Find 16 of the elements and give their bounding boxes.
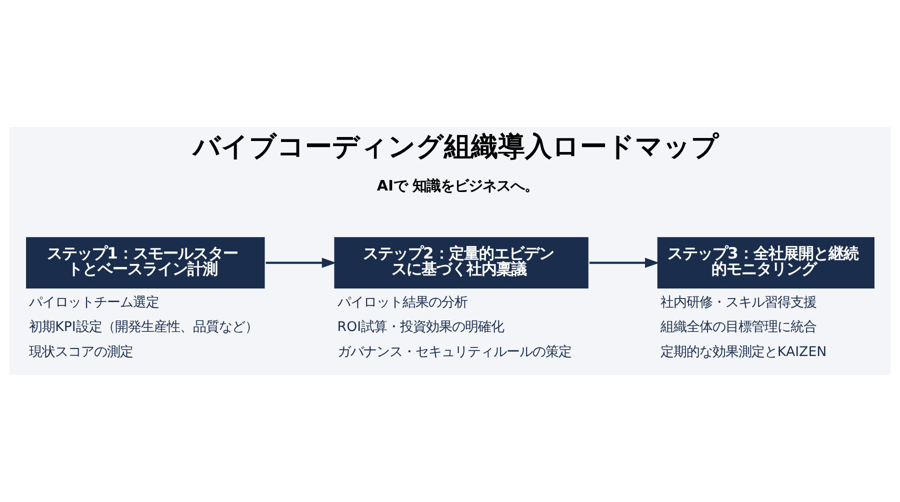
diagram-title: バイブコーディング組織導入ロードマップ [193, 132, 720, 163]
node-label: 初期KPI設定（開発生産性、品質など） [29, 320, 258, 336]
node-label: パイロットチーム選定 [29, 295, 160, 310]
node-label: 定期的な効果測定とKAIZEN [660, 344, 827, 360]
node-label: 現状スコアの測定 [29, 344, 134, 360]
node-label: ガバナンス・セキュリティルールの策定 [337, 344, 572, 360]
node-label: 社内研修・スキル習得支援 [660, 295, 816, 310]
node-label: ROI試算・投資効果の明確化 [337, 320, 504, 336]
arrow [589, 258, 660, 268]
node-label: 組織全体の目標管理に統合 [660, 320, 816, 336]
label: AIで 知識をビジネスへ。 [376, 178, 538, 194]
node-box: ステップ1：スモールスタートとベースライン計測 [26, 237, 265, 289]
node-box: ステップ3：全社展開と継続的モニタリング [657, 237, 874, 289]
node-label: パイロット結果の分析 [337, 295, 468, 310]
arrow [266, 258, 336, 268]
node-box: ステップ2：定量的エビデンスに基づく社内稟議 [334, 237, 588, 289]
